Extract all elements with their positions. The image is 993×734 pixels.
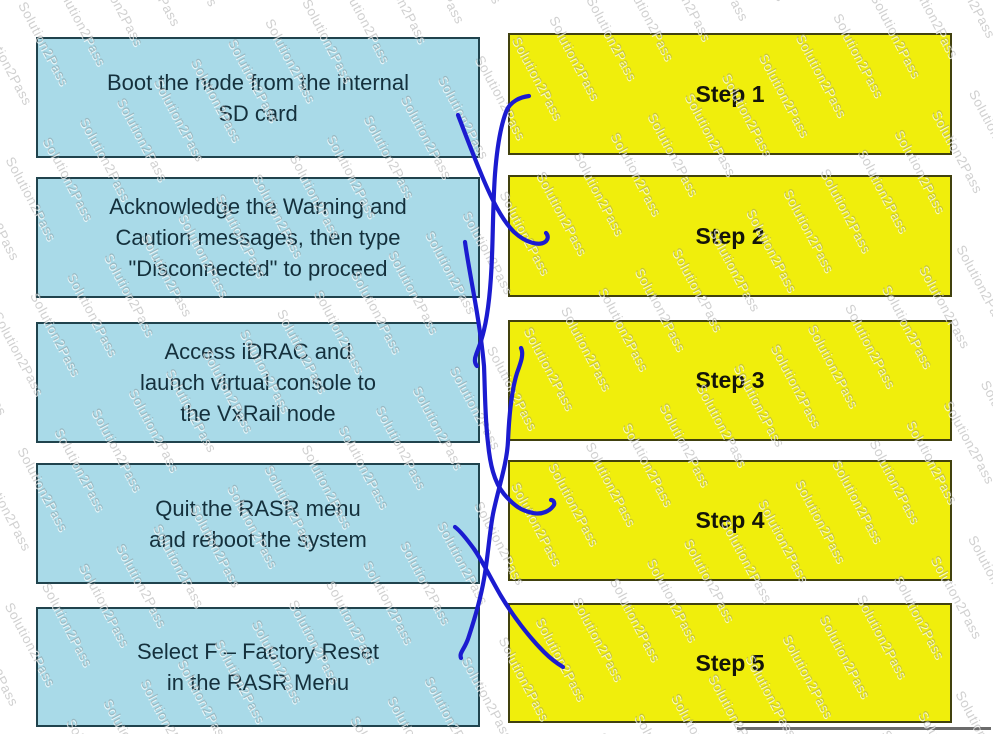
step-label-3: Step 3	[695, 367, 765, 393]
step-label-4: Step 4	[695, 507, 765, 533]
step-box-2[interactable]: Step 2	[508, 175, 952, 297]
task-label-4: Quit the RASR menu and reboot the system	[149, 495, 367, 552]
watermark-text-line: Solution2Pass Solution2Pass Solution2Pas…	[956, 0, 993, 734]
task-box-4[interactable]: Quit the RASR menu and reboot the system	[36, 463, 480, 584]
step-box-5[interactable]: Step 5	[508, 603, 952, 723]
step-label-5: Step 5	[695, 649, 765, 676]
task-label-1: Boot the node from the internal SD card	[106, 69, 410, 126]
bottom-divider-line	[737, 727, 991, 730]
task-box-3[interactable]: Access iDRAC and launch virtual console …	[36, 322, 480, 443]
task-label-2: Acknowledge the Warning and Caution mess…	[109, 194, 407, 281]
task-box-5[interactable]: Select F – Factory Reset in the RASR Men…	[36, 607, 480, 727]
task-box-1[interactable]: Boot the node from the internal SD card	[36, 37, 480, 158]
step-label-1: Step 1	[695, 80, 765, 107]
step-box-1[interactable]: Step 1	[508, 33, 952, 155]
watermark-text-line: Solution2Pass Solution2Pass Solution2Pas…	[0, 0, 80, 734]
step-label-2: Step 2	[695, 222, 765, 249]
task-label-3: Access iDRAC and launch virtual console …	[139, 339, 377, 426]
step-box-3[interactable]: Step 3	[508, 320, 952, 441]
task-label-5: Select F – Factory Reset in the RASR Men…	[136, 639, 380, 695]
step-box-4[interactable]: Step 4	[508, 460, 952, 581]
task-box-2[interactable]: Acknowledge the Warning and Caution mess…	[36, 177, 480, 298]
